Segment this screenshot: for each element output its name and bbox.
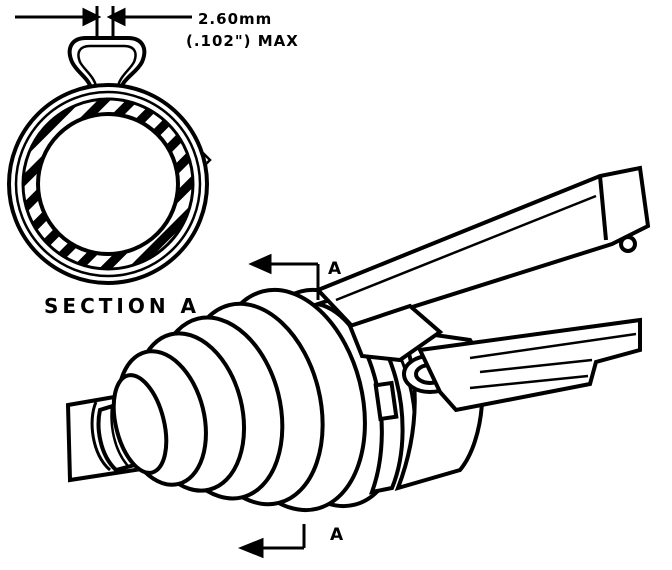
gap-imperial-label: (.102") MAX (186, 32, 299, 50)
clamp-ear (67, 36, 147, 93)
tool-upper-arm (314, 165, 651, 329)
boot-neck (111, 373, 169, 475)
section-a-detail: 2.60mm (.102") MAX SECTION A (7, 6, 299, 318)
tool-lower-arm (417, 317, 642, 413)
clamp-tab (199, 149, 212, 167)
cut-line-top (248, 253, 320, 300)
section-title: SECTION A (44, 294, 200, 318)
boot-bore (36, 112, 180, 256)
cut-label-top: A (328, 259, 342, 279)
cut-line-bottom (237, 524, 306, 559)
cv-boot (111, 287, 403, 513)
gap-metric-label: 2.60mm (198, 10, 272, 28)
tool-jaw (347, 303, 444, 363)
clamp-pliers-tool (314, 165, 651, 413)
cut-label-bottom: A (330, 525, 344, 545)
